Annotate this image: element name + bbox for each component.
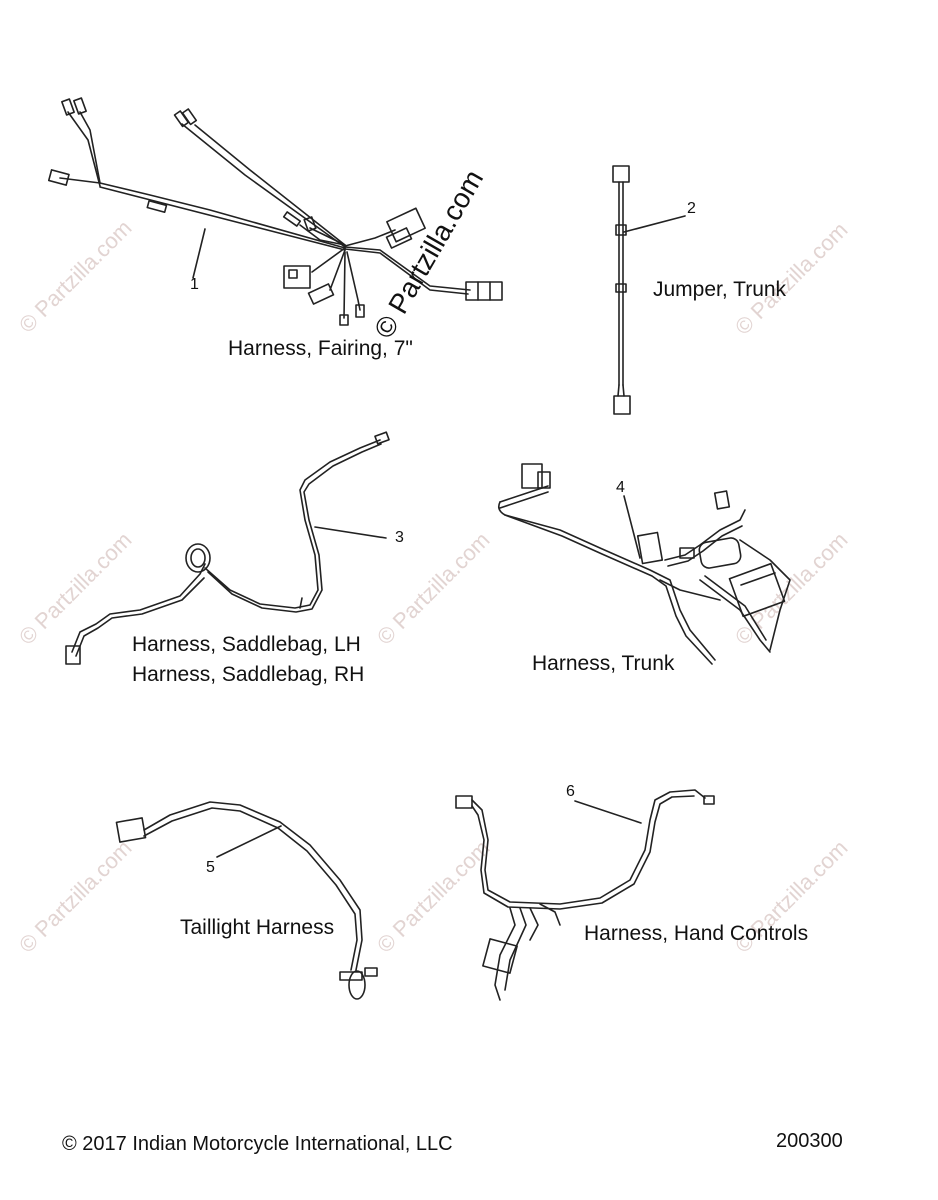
part-6-hand-controls-harness	[455, 789, 715, 1001]
label-harness-saddlebag-rh: Harness, Saddlebag, RH	[132, 663, 365, 686]
callout-3: 3	[395, 529, 404, 546]
footer-diagram-id: 200300	[776, 1130, 843, 1152]
part-5-taillight-harness	[115, 801, 378, 1000]
callout-5: 5	[206, 859, 215, 876]
callout-6: 6	[566, 783, 575, 800]
part-2-jumper	[612, 165, 686, 415]
part-1-fairing-harness	[47, 97, 503, 326]
label-harness-fairing: Harness, Fairing, 7"	[228, 337, 413, 360]
callout-2: 2	[687, 200, 696, 217]
label-jumper-trunk: Jumper, Trunk	[653, 278, 787, 301]
label-harness-saddlebag-lh: Harness, Saddlebag, LH	[132, 633, 361, 656]
part-3-saddlebag-harness	[65, 431, 390, 665]
label-taillight-harness: Taillight Harness	[180, 916, 335, 939]
part-4-trunk-harness	[498, 463, 791, 665]
footer-copyright: © 2017 Indian Motorcycle International, …	[62, 1133, 453, 1155]
callout-4: 4	[616, 479, 625, 496]
label-harness-trunk: Harness, Trunk	[532, 652, 675, 675]
label-harness-hand-controls: Harness, Hand Controls	[584, 922, 809, 945]
callout-1: 1	[190, 276, 199, 293]
